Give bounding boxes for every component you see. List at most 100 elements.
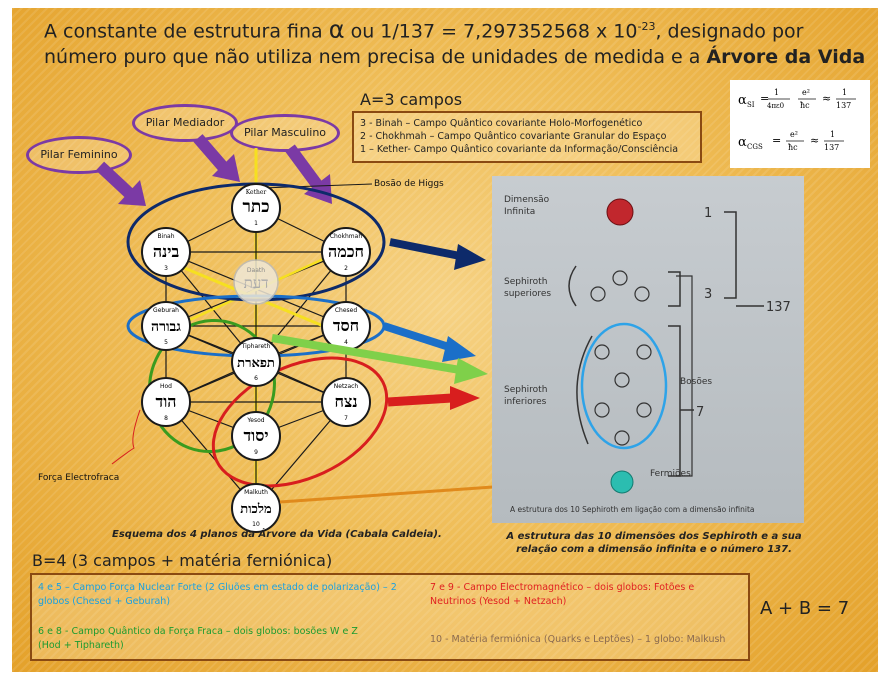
infinite-dimension-sphere: [606, 198, 634, 226]
svg-text:10: 10: [252, 521, 260, 528]
svg-text:Sephiroth: Sephiroth: [504, 385, 547, 395]
sephirah-geburah: Geburah גבורה 5: [141, 301, 191, 351]
arrow-red-to-panel: [387, 386, 480, 410]
svg-text:e²: e²: [802, 88, 810, 97]
count-137: 137: [766, 300, 791, 315]
svg-text:1: 1: [254, 220, 258, 227]
svg-text:יסוד: יסוד: [243, 426, 268, 445]
arrow-blue-to-panel: [382, 322, 476, 362]
svg-text:Daath: Daath: [247, 267, 265, 274]
svg-text:137: 137: [836, 101, 851, 110]
svg-text:כתר: כתר: [242, 197, 269, 217]
sephirah-kether: Kether כתר 1: [231, 183, 281, 233]
sephirah-malkuth: Malkuth מלכות 10: [231, 483, 281, 533]
arrow-green-to-panel: [271, 334, 488, 384]
title-alpha: α: [328, 15, 345, 44]
bosons-ellipse: [580, 322, 668, 450]
pillar-masculino-label: Pilar Masculino: [230, 114, 340, 152]
svg-text:Malkuth: Malkuth: [244, 489, 268, 496]
svg-text:1: 1: [774, 88, 779, 97]
title-text-2: ou 1/137 = 7,297352568 x 10: [344, 20, 638, 43]
superior-brace: [568, 265, 577, 307]
svg-text:9: 9: [254, 449, 258, 456]
tree-of-life-diagram: Bosão de Higgs Força Electrofraca Kether…: [38, 134, 578, 533]
count-1: 1: [704, 206, 712, 221]
svg-text:Chesed: Chesed: [335, 307, 358, 314]
svg-text:Netzach: Netzach: [334, 383, 359, 390]
panel-caption: A estrutura dos 10 Sephiroth em ligação …: [510, 505, 755, 514]
sephirah-daath: Daath דעת: [233, 259, 279, 305]
svg-text:≈: ≈: [810, 134, 819, 147]
b-campos-box: 4 e 5 – Campo Força Nuclear Forte (2 Glu…: [30, 573, 750, 661]
svg-text:6: 6: [254, 375, 258, 382]
svg-text:ħc: ħc: [788, 143, 798, 152]
formula-si-sub: SI: [747, 101, 755, 109]
svg-text:Geburah: Geburah: [153, 307, 179, 314]
svg-text:בינה: בינה: [153, 242, 180, 261]
pillar-feminino-arrow: [95, 161, 135, 199]
svg-text:Sephiroth: Sephiroth: [504, 277, 547, 287]
formula-cgs-alpha: α: [738, 135, 747, 150]
svg-text:חסד: חסד: [333, 316, 359, 335]
sephirah-yesod: Yesod יסוד 9: [231, 411, 281, 461]
svg-text:תפארת: תפארת: [237, 356, 275, 371]
svg-text:8: 8: [164, 415, 168, 422]
svg-text:superiores: superiores: [504, 289, 551, 299]
svg-text:inferiores: inferiores: [504, 397, 547, 407]
title-bold: Árvore da Vida: [706, 46, 866, 69]
svg-text:Yesod: Yesod: [246, 417, 264, 424]
svg-text:=: =: [772, 134, 781, 147]
count-7: 7: [696, 405, 704, 420]
a-campos-item-1: 1 – Kether- Campo Quântico covariante da…: [360, 144, 679, 155]
b-item-forte: 4 e 5 – Campo Força Nuclear Forte (2 Glu…: [38, 582, 397, 607]
a-campos-item-3: 3 - Binah – Campo Quântico covariante Ho…: [360, 118, 643, 129]
tree-caption: Esquema dos 4 planos da Árvore da Vida (…: [112, 529, 442, 540]
a-campos-item-2: 2 - Chokhmah – Campo Quântico covariante…: [360, 131, 667, 142]
svg-text:Hod: Hod: [160, 383, 172, 390]
svg-text:4: 4: [344, 339, 348, 346]
electrofraca-bracket: [111, 409, 141, 465]
svg-text:Tiphareth: Tiphareth: [241, 343, 271, 350]
sephirah-hod: Hod הוד 8: [141, 377, 191, 427]
title-text-1: A constante de estrutura fina: [44, 20, 329, 43]
arrow-supernal-to-panel: [389, 238, 486, 270]
a-campos-box: 3 - Binah – Campo Quântico covariante Ho…: [352, 111, 702, 163]
svg-text:נצח: נצח: [334, 392, 357, 411]
count-3: 3: [704, 287, 712, 302]
higgs-pointer: [261, 183, 373, 189]
dim-infinita-label-1: Dimensão: [504, 195, 550, 205]
bosoes-label: Bosões: [680, 377, 712, 387]
svg-text:4πε0: 4πε0: [767, 102, 784, 110]
alpha-formula-box: α SI = 1 4πε0 e² ħc ≈ 1 137 α CGS = e² ħ…: [730, 80, 870, 168]
svg-text:5: 5: [164, 339, 168, 346]
b-campos-header: B=4 (3 campos + matéria ferniónica): [32, 551, 333, 570]
fermion-sphere: [610, 470, 634, 494]
sephirah-binah: Binah בינה 3: [141, 227, 191, 277]
hod-tiphareth-ellipse: [148, 318, 276, 454]
svg-text:גבורה: גבורה: [151, 319, 181, 335]
sephiroth-structure-panel: Dimensão Infinita Sephiroth superiores S…: [492, 176, 804, 523]
title-text-3: , designado por número puro que não util…: [44, 20, 804, 69]
higgs-label: Bosão de Higgs: [374, 179, 444, 189]
inferior-brace: [576, 335, 593, 445]
electrofraca-label: Força Electrofraca: [38, 473, 119, 483]
svg-text:חכמה: חכמה: [328, 242, 364, 261]
sephirah-netzach: Netzach נצח 7: [321, 377, 371, 427]
svg-text:e²: e²: [790, 130, 798, 139]
svg-text:7: 7: [344, 415, 348, 422]
svg-text:Chokhmah: Chokhmah: [330, 233, 362, 240]
svg-text:≈: ≈: [822, 92, 831, 105]
superior-circles: [590, 270, 650, 302]
a-plus-b: A + B = 7: [760, 598, 850, 619]
svg-text:מלכות: מלכות: [240, 502, 272, 517]
slide: A constante de estrutura fina α ou 1/137…: [12, 8, 878, 672]
sephirah-chokhmah: Chokhmah חכמה 2: [321, 227, 371, 277]
pillar-mediador-arrow: [193, 134, 229, 172]
pillar-feminino-label: Pilar Feminino: [26, 136, 132, 174]
svg-text:1: 1: [830, 130, 835, 139]
formula-cgs-sub: CGS: [747, 143, 763, 151]
svg-text:3: 3: [164, 265, 168, 272]
svg-text:2: 2: [344, 265, 348, 272]
pillar-mediador-label: Pilar Mediador: [132, 104, 238, 142]
svg-text:ħc: ħc: [800, 101, 810, 110]
